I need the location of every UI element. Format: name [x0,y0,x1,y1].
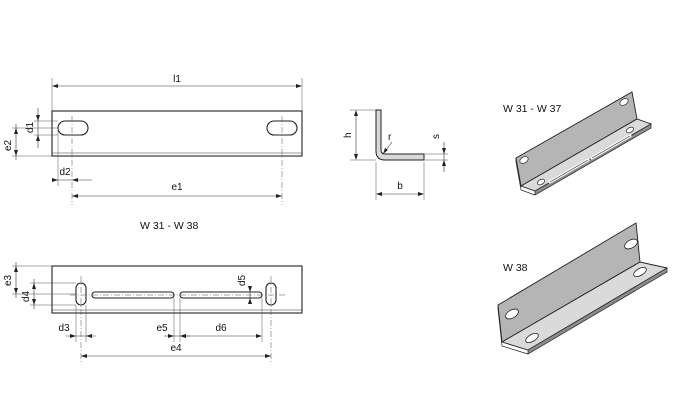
bracket-3d-w31-w37 [515,91,653,196]
title-w31-w38: W 31 - W 38 [140,220,199,232]
dim-d4: d4 [21,290,32,302]
dim-b: b [397,181,403,192]
dim-h: h [343,132,354,138]
dim-e4: e4 [170,343,182,354]
dim-e1: e1 [171,182,183,193]
top-plate-outline [51,110,303,157]
right-vertical-slot [265,282,277,306]
angle-profile [375,109,425,161]
dim-s: s [431,134,442,139]
top-plate-view: l1 d1 e2 d2 e1 [3,74,303,205]
bottom-plate-outline [51,265,303,314]
bracket-3d-w38 [497,222,669,355]
dim-d3: d3 [58,323,70,334]
dim-d2: d2 [59,167,71,178]
bottom-plate-view: e3 d4 d5 d3 e5 d6 [3,262,303,362]
title-w38: W 38 [503,262,528,274]
dim-l1: l1 [173,74,181,85]
dim-e3: e3 [3,274,14,286]
dim-d5: d5 [237,274,248,286]
profile-section-view: h r s b [343,109,448,200]
title-w31-w37: W 31 - W 37 [503,103,562,115]
left-slot [57,120,89,136]
dim-d1: d1 [25,121,36,133]
dim-r: r [388,132,392,143]
dim-e2: e2 [3,139,14,151]
dim-e5: e5 [156,323,168,334]
dim-d6: d6 [215,323,227,334]
